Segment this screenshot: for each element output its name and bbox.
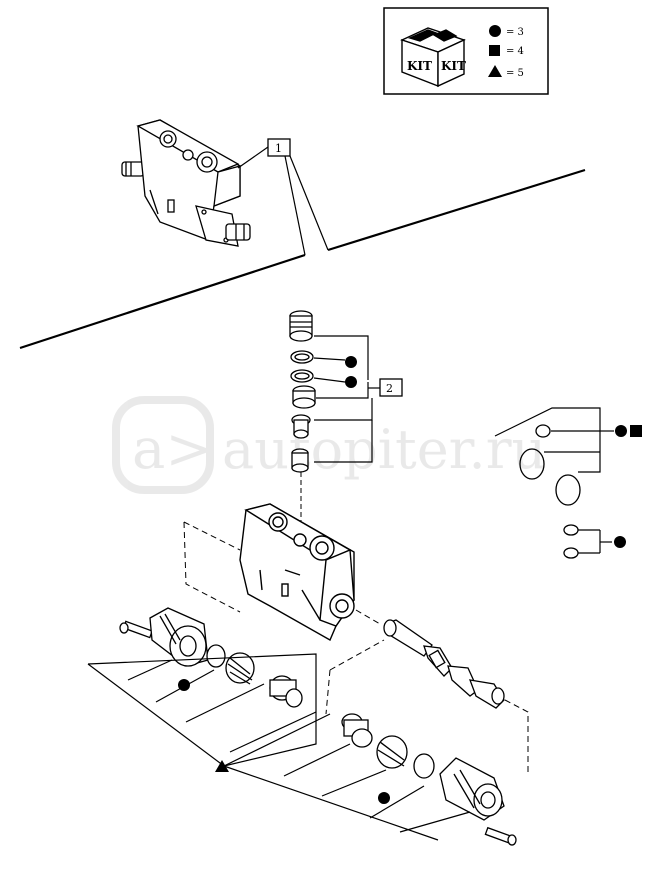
legend-triangle-icon <box>488 65 502 77</box>
leader-1-a <box>237 146 269 169</box>
seal-kit-stack <box>289 310 316 473</box>
section-divider-right <box>327 168 586 252</box>
seal-circle-marker-1 <box>345 356 357 368</box>
callout-label-1: 1 <box>275 142 282 155</box>
legend-square-text: = 4 <box>506 46 524 57</box>
seal-circle-marker-2 <box>345 376 357 388</box>
kit-label-left: KIT <box>407 59 432 73</box>
right-relief-circle-marker <box>378 792 390 804</box>
dash-guide-spool-axis <box>355 609 381 625</box>
dash-guide-left <box>183 521 241 613</box>
kit-box-icon: KIT KIT <box>400 27 466 88</box>
dash-guide-lower-left <box>325 669 331 715</box>
callout-label-2: 2 <box>386 382 393 395</box>
legend-circle-icon <box>489 25 501 37</box>
section-divider-left <box>19 253 306 350</box>
right-end-cap-group <box>341 713 517 846</box>
left-relief-circle-marker <box>178 679 190 691</box>
o-ring-set-large <box>519 424 581 506</box>
o-ring-square-marker <box>630 425 642 437</box>
kit-label-right: KIT <box>441 59 466 73</box>
relief-kit-bracket <box>87 653 471 841</box>
small-o-ring-circle-marker <box>614 536 626 548</box>
o-ring-set-small <box>563 524 579 559</box>
valve-section-assembly-overview <box>121 119 251 247</box>
legend-triangle-text: = 5 <box>506 68 524 79</box>
watermark-logo-frame <box>112 396 214 494</box>
watermark: a> autopiter.ru <box>112 396 546 494</box>
seal-stack-bracket <box>313 335 380 463</box>
watermark-logo-glyph: a> <box>132 417 212 482</box>
leader-1-c <box>289 155 329 251</box>
legend-circle-text: = 3 <box>506 27 524 38</box>
watermark-text: autopiter.ru <box>222 418 546 481</box>
o-ring-bracket-large <box>494 407 614 473</box>
relief-triangle-marker <box>215 760 229 772</box>
dash-guide-top-left <box>183 521 241 551</box>
legend-square-icon <box>489 45 500 56</box>
valve-body <box>239 503 355 641</box>
leader-1-b <box>284 155 306 256</box>
callout-box-2 <box>379 378 403 397</box>
dash-guide-right <box>504 699 529 776</box>
o-ring-bracket-small <box>578 529 612 554</box>
o-ring-circle-marker <box>615 425 627 437</box>
left-end-cap-group <box>119 607 303 708</box>
kit-legend: KIT KIT = 3 = 4 = 5 <box>383 7 549 95</box>
spool <box>383 619 505 709</box>
dash-guide-lower-mid <box>329 639 385 671</box>
